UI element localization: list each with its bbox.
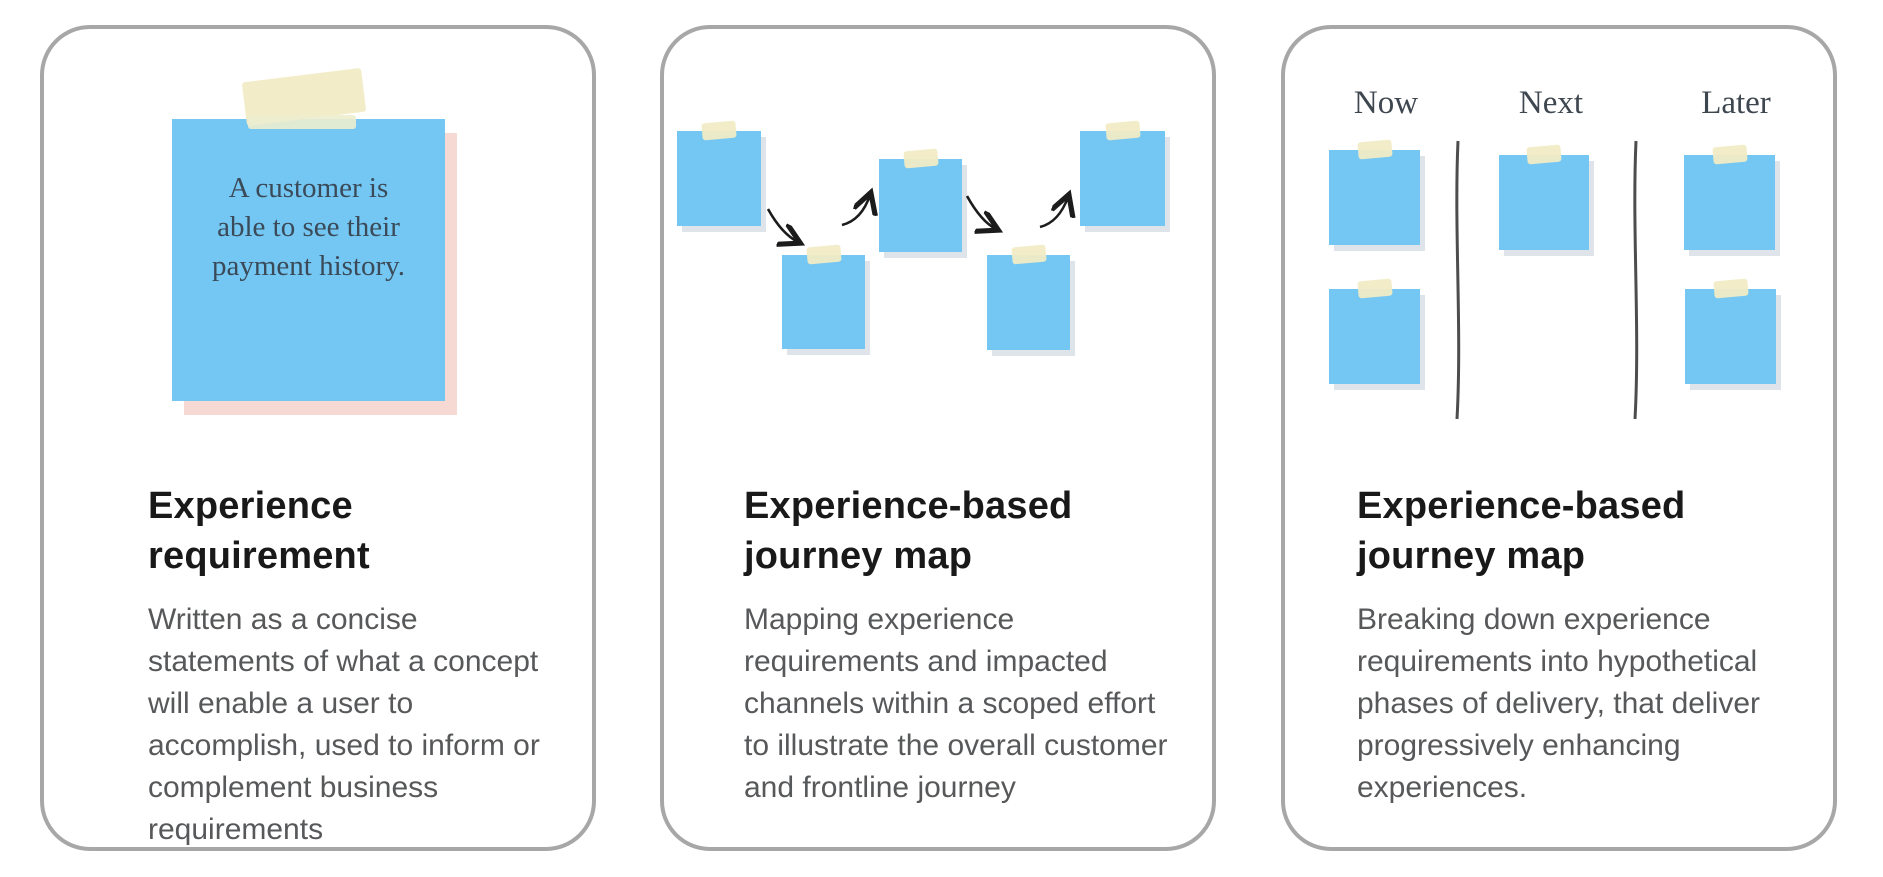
tape-icon — [1526, 144, 1562, 165]
sticky-note — [1685, 278, 1776, 384]
sticky-note — [1499, 144, 1589, 250]
card-text-block: Experience-based journey map Mapping exp… — [744, 481, 1168, 809]
tape-icon — [1356, 278, 1393, 299]
card-experience-requirement: A customer is able to see their payment … — [40, 25, 596, 851]
sticky-note — [1080, 120, 1165, 226]
card-description: Written as a concise statements of what … — [148, 603, 540, 846]
tape-icon — [902, 148, 939, 169]
sticky-note — [879, 148, 962, 252]
card-description: Mapping experience requirements and impa… — [744, 603, 1168, 804]
divider-line — [1455, 140, 1461, 420]
tape-icon — [1104, 120, 1141, 141]
tape-icon — [1711, 144, 1748, 165]
card-description: Breaking down experience requirements in… — [1357, 603, 1760, 804]
card-title: Experience-based journey map — [744, 485, 1073, 577]
card-title: Experience requirement — [148, 485, 370, 577]
column-label-now: Now — [1353, 85, 1419, 121]
card-title: Experience-based journey map — [1357, 485, 1686, 577]
tape-icon — [1356, 139, 1393, 160]
card-text-block: Experience-based journey map Breaking do… — [1357, 481, 1789, 809]
sticky-note-text: A customer is able to see their payment … — [211, 172, 406, 282]
tape-icon — [248, 115, 356, 129]
arrow-up-icon — [841, 195, 870, 227]
arrow-down-icon — [766, 208, 798, 242]
card-journey-map: Experience-based journey map Mapping exp… — [660, 25, 1216, 851]
sticky-note — [1329, 278, 1420, 384]
tape-icon — [701, 120, 737, 141]
sticky-note — [1684, 144, 1775, 250]
sticky-note — [782, 244, 865, 349]
tape-icon — [1712, 278, 1749, 299]
card-text-block: Experience requirement Written as a conc… — [148, 481, 548, 851]
arrow-down-icon — [965, 195, 996, 229]
arrow-up-icon — [1039, 197, 1068, 229]
sticky-note — [1329, 139, 1420, 245]
column-label-later: Later — [1701, 85, 1771, 121]
tape-icon — [805, 244, 842, 265]
column-label-next: Next — [1518, 85, 1584, 121]
sticky-note: A customer is able to see their payment … — [172, 119, 445, 401]
card-journey-map-phased: Now Next Later Experience-based journey … — [1281, 25, 1837, 851]
tape-icon — [1010, 244, 1047, 265]
sticky-note — [987, 244, 1070, 350]
sticky-note — [677, 120, 761, 226]
divider-line — [1633, 140, 1639, 420]
